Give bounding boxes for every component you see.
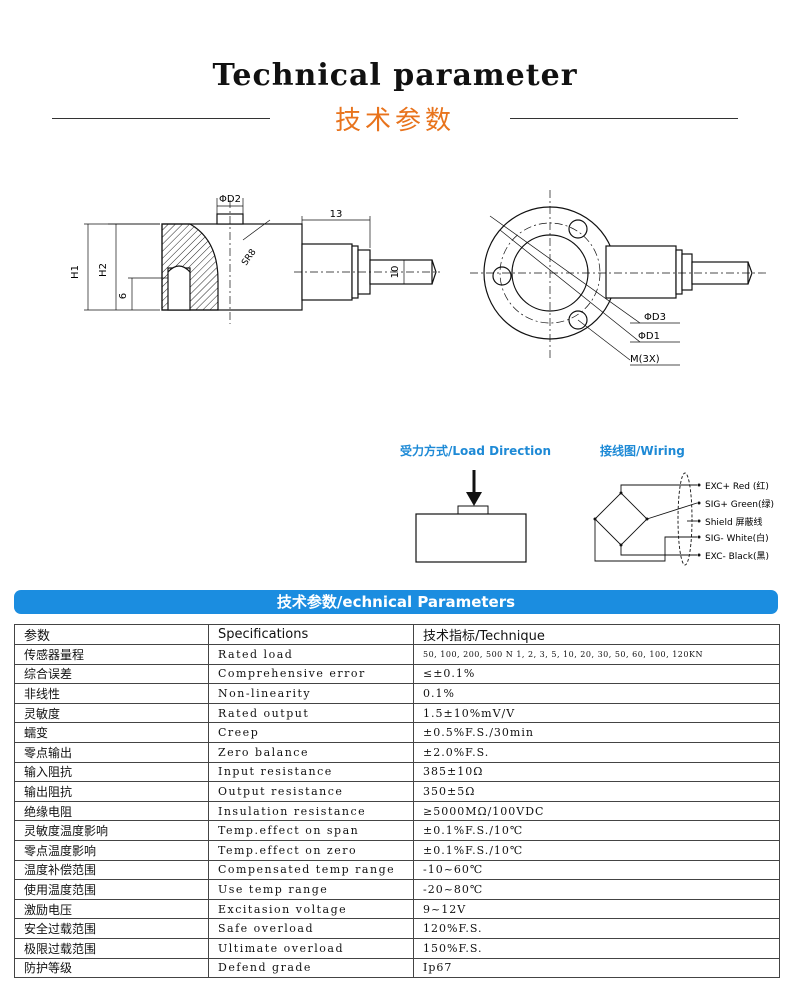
wire-exc-plus: EXC+ Red (红) [705,480,769,492]
technique-cell: ±0.1%F.S./10℃ [413,839,780,861]
param-cell: 绝缘电阻 [14,800,209,822]
table-header-row: 参数 Specifications 技术指标/Technique [14,624,780,645]
wire-sig-plus: SIG+ Green(绿) [705,498,774,510]
param-cell: 零点输出 [14,741,209,763]
param-cell: 温度补偿范围 [14,859,209,881]
technique-cell: ±0.5%F.S./30min [413,722,780,743]
dim-h2: H2 [98,263,109,277]
technique-cell: -20~80℃ [413,879,780,900]
dim-m: M(3X) [630,354,660,365]
header-technique: 技术指标/Technique [413,624,780,645]
technique-cell: Ip67 [413,957,780,979]
spec-cell: Insulation resistance [208,800,414,822]
wiring-label: 接线图/Wiring [600,444,685,458]
param-cell: 综合误差 [14,663,209,685]
param-cell: 极限过载范围 [14,937,209,959]
header-param: 参数 [14,624,209,645]
spec-cell: Comprehensive error [208,663,414,685]
technique-cell: 50, 100, 200, 500 N 1, 2, 3, 5, 10, 20, … [413,644,780,665]
parameters-banner: 技术参数/echnical Parameters [14,590,778,614]
technique-cell: 150%F.S. [413,937,780,959]
spec-cell: Safe overload [208,918,414,939]
spec-cell: Zero balance [208,741,414,763]
technique-cell: 1.5±10%mV/V [413,702,780,724]
spec-cell: Excitasion voltage [208,898,414,920]
dim-h1: H1 [70,265,81,279]
title-rule-left [52,118,270,119]
param-cell: 传感器量程 [14,644,209,665]
spec-cell: Non-linearity [208,683,414,704]
dim-13: 13 [330,209,343,220]
wiring-diagram: EXC+ Red (红) SIG+ Green(绿) Shield 屏蔽线 SI… [593,472,774,566]
spec-cell: Use temp range [208,879,414,900]
spec-cell: Temp.effect on span [208,820,414,841]
spec-cell: Rated load [208,644,414,665]
technique-cell: 350±5Ω [413,781,780,802]
technique-cell: ≥5000MΩ/100VDC [413,800,780,822]
technique-cell: 385±10Ω [413,761,780,783]
param-cell: 输出阻抗 [14,781,209,802]
spec-cell: Creep [208,722,414,743]
param-cell: 灵敏度 [14,702,209,724]
dim-d2: ΦD2 [219,194,241,205]
spec-cell: Defend grade [208,957,414,979]
wire-exc-minus: EXC- Black(黑) [705,551,769,562]
param-cell: 激励电压 [14,898,209,920]
param-cell: 防护等级 [14,957,209,979]
technical-drawing: H1 H2 6 ΦD2 13 SR8 10 ΦD3 ΦD1 M(3X) [70,190,766,366]
param-cell: 输入阻抗 [14,761,209,783]
spec-cell: Compensated temp range [208,859,414,881]
title-rule-right [510,118,738,119]
param-cell: 安全过载范围 [14,918,209,939]
spec-cell: Ultimate overload [208,937,414,959]
load-direction-diagram [415,470,527,563]
dim-d1: ΦD1 [638,331,660,342]
spec-cell: Rated output [208,702,414,724]
wire-sig-minus: SIG- White(白) [705,532,769,544]
technique-cell: -10~60℃ [413,859,780,881]
technique-cell: 0.1% [413,683,780,704]
dim-6: 6 [118,293,129,299]
technique-cell: ±0.1%F.S./10℃ [413,820,780,841]
technique-cell: ≤±0.1% [413,663,780,685]
dim-d3: ΦD3 [644,312,666,323]
spec-cell: Input resistance [208,761,414,783]
technique-cell: 120%F.S. [413,918,780,939]
param-cell: 使用温度范围 [14,879,209,900]
header-spec: Specifications [208,624,414,645]
wire-shield: Shield 屏蔽线 [705,516,763,528]
param-cell: 蠕变 [14,722,209,743]
technique-cell: 9~12V [413,898,780,920]
spec-cell: Temp.effect on zero [208,839,414,861]
technique-cell: ±2.0%F.S. [413,741,780,763]
load-direction-label: 受力方式/Load Direction [400,444,552,458]
param-cell: 零点温度影响 [14,839,209,861]
param-cell: 灵敏度温度影响 [14,820,209,841]
spec-cell: Output resistance [208,781,414,802]
dim-10: 10 [390,266,401,279]
page-title: Technical parameter [212,58,578,93]
page-subtitle: 技术参数 [334,106,455,136]
param-cell: 非线性 [14,683,209,704]
